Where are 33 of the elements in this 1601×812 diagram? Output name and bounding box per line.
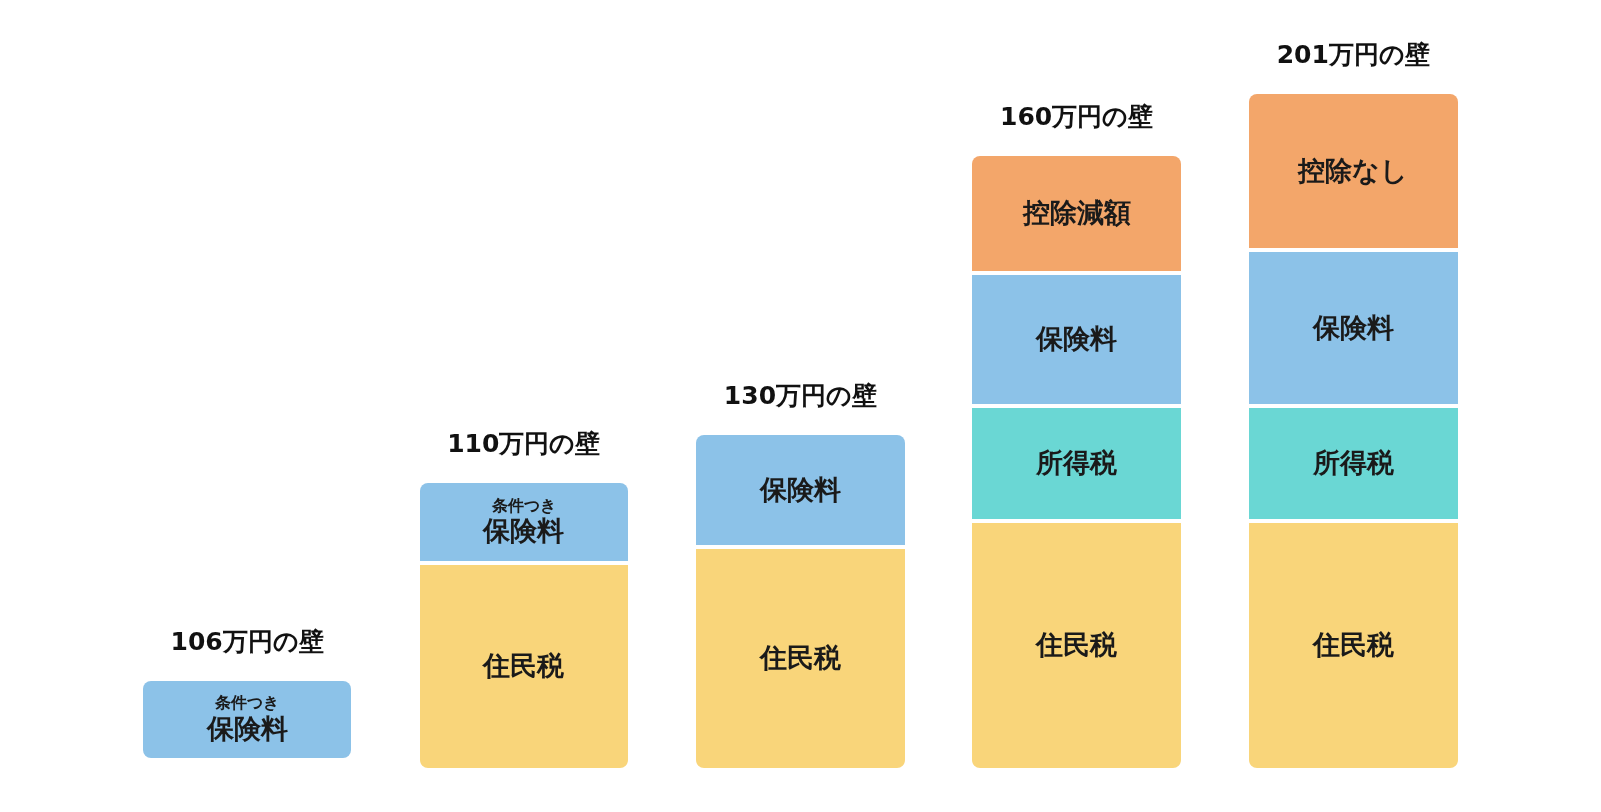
stacked-block — [1248, 93, 1458, 249]
column-heading: 130万円の壁 — [722, 379, 879, 412]
block-label: 住民税 — [1312, 629, 1394, 662]
stacked-block — [419, 564, 628, 768]
column-heading: 201万円の壁 — [1275, 38, 1431, 71]
stacked-block — [972, 408, 1182, 519]
block-label: 住民税 — [1036, 629, 1118, 662]
block-label: 控除なし — [1298, 154, 1409, 188]
block-label: 控除減額 — [1022, 197, 1131, 230]
stacked-block — [419, 482, 628, 561]
stacked-block — [142, 681, 352, 758]
block-label: 所得税 — [1036, 447, 1118, 480]
block-label: 保険料 — [1036, 323, 1118, 356]
block-label: 保険料 — [206, 712, 288, 746]
stacked-block — [1248, 522, 1458, 768]
block-label: 住民税 — [759, 642, 841, 675]
stacked-block — [972, 274, 1182, 405]
block-label: 保険料 — [759, 473, 841, 507]
stacked-block — [1248, 408, 1458, 519]
block-label: 保険料 — [483, 515, 565, 548]
column-heading: 160万円の壁 — [999, 101, 1155, 134]
column-heading: 110万円の壁 — [446, 427, 602, 460]
column-heading: 106万円の壁 — [169, 626, 325, 658]
block-note: 条件つき — [491, 495, 556, 516]
stacked-block — [972, 522, 1182, 768]
stacked-block — [696, 434, 905, 546]
stacked-block — [1248, 252, 1458, 405]
block-label: 保険料 — [1312, 312, 1394, 345]
block-label: 所得税 — [1312, 447, 1394, 480]
block-label: 住民税 — [483, 650, 565, 683]
stacked-block — [696, 549, 905, 768]
stacked-block — [972, 156, 1182, 271]
block-note: 条件つき — [215, 693, 280, 713]
